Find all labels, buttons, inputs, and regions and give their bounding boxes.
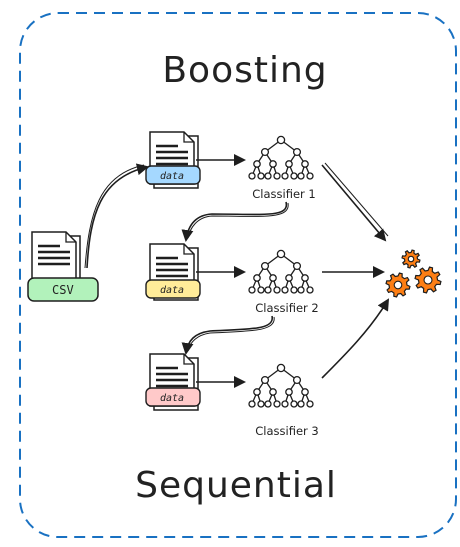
diagram-title: Boosting (162, 50, 327, 91)
classifier-label-3: Classifier 3 (255, 424, 318, 438)
arrow-tree3-to-gears (321, 298, 390, 379)
data-label-1: data (160, 171, 184, 182)
data-label-band-2 (145, 279, 201, 299)
tree-icon-2 (248, 249, 314, 294)
gear-hole (423, 275, 433, 285)
csv-label-band (27, 277, 99, 302)
tree-icon-3 (248, 363, 314, 408)
tree-icon-1 (248, 135, 314, 180)
arrow-csv-to-data-1 (86, 163, 149, 269)
data-label-2: data (160, 285, 184, 296)
gears-icon (385, 249, 442, 298)
data-label-band-3 (145, 387, 201, 407)
arrow-tree1-to-gears (321, 164, 387, 242)
gear-hole (407, 255, 415, 263)
diagram-footer: Sequential (135, 465, 337, 506)
csv-label: CSV (52, 283, 74, 297)
gear-hole (393, 280, 403, 290)
dashed-frame (19, 12, 457, 538)
data-label-3: data (160, 393, 184, 404)
classifier-label-1: Classifier 1 (252, 187, 315, 201)
arrow-classifier1-to-data2 (181, 201, 288, 242)
classifier-label-2: Classifier 2 (255, 301, 318, 315)
flow-arrows (84, 154, 390, 388)
arrow-classifier2-to-data3 (181, 315, 273, 355)
